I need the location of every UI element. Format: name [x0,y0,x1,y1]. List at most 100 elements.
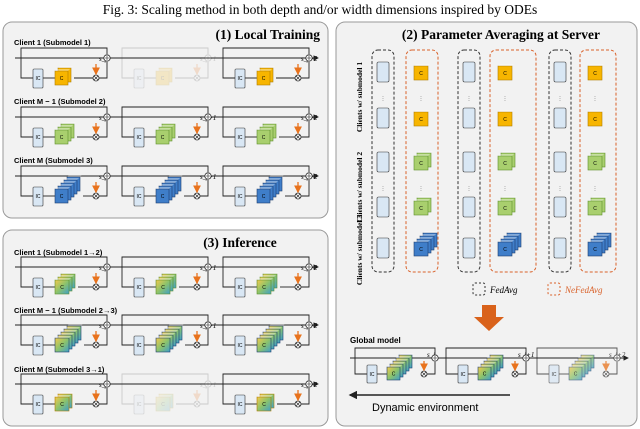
conv-label: C [60,135,64,141]
legend-fedavg-label: FedAvg [489,285,518,295]
global-model-label: Global model [350,336,401,345]
ic-block [462,61,476,83]
legend-nefedavg-swatch [547,282,561,296]
conv-label: C [574,372,578,378]
ellipsis: ⋮ [419,186,424,192]
global-conv-block: C [386,353,414,381]
group-label-3: Clients w/ submodel 3 [355,215,364,285]
server-conv-block: C [413,231,439,257]
ellipsis: ⋮ [381,96,386,102]
conv-block: C [256,122,278,145]
client-rows: Client 1 (Submodel 1)ICCs_jICCs_j+1ICCs_… [14,38,319,415]
global-conv-block: C [477,353,505,381]
add-node [204,54,212,62]
ic-block [553,61,567,83]
conv-block: C [54,66,73,86]
conv-label: C [262,343,266,349]
conv-label: C [503,206,507,212]
ic-block [462,107,476,129]
conv-label: C [419,71,423,77]
scale-factor-label: s_j [99,55,107,63]
conv-label: C [503,71,507,77]
column-fedavg-1 [371,49,395,273]
ic-label: IC [370,372,375,378]
figure-caption: Fig. 3: Scaling method in both depth and… [102,2,538,17]
server-conv-block: C [413,196,433,216]
conv-label: C [593,206,597,212]
ic-block [376,196,390,218]
add-node [204,380,212,388]
conv-label: C [503,117,507,123]
ic-block [462,151,476,173]
conv-label: C [60,343,64,349]
server-conv-block: C [413,64,430,81]
ic-block [553,237,567,259]
ic-label: IC [238,343,243,349]
ic-label: IC [36,194,41,200]
server-conv-block: C [587,64,604,81]
conv-label: C [593,161,597,167]
conv-block: C [155,175,183,204]
conv-block: C [256,272,279,295]
conv-label: C [419,247,423,253]
conv-label: C [392,372,396,378]
ic-label: IC [137,402,142,408]
ellipsis: ⋮ [593,186,598,192]
conv-label: C [503,161,507,167]
conv-label: C [593,71,597,77]
ic-label: IC [238,135,243,141]
ellipsis: ⋮ [467,96,472,102]
ic-label: IC [137,76,142,82]
ic-block [376,107,390,129]
ic-label: IC [137,135,142,141]
ellipsis: ⋮ [467,186,472,192]
conv-block: C [256,324,285,353]
inference-client-label-2: Client M − 1 (Submodel 2→3) [14,306,118,315]
ic-block [462,237,476,259]
client-label-2: Client M − 1 (Submodel 2) [14,97,106,106]
ic-block [462,196,476,218]
conv-block: C [256,392,276,412]
ic-block [376,61,390,83]
ellipsis: ⋮ [419,96,424,102]
conv-block: C [54,392,74,412]
ic-block [553,151,567,173]
ic-block [553,107,567,129]
conv-block: C [256,175,284,204]
server-conv-block: C [587,196,607,216]
conv-label: C [161,135,165,141]
server-conv-block: C [497,64,514,81]
ic-label: IC [238,402,243,408]
scale-factor-label: s_j [99,381,107,389]
conv-label: C [262,135,266,141]
ellipsis: ⋮ [503,96,508,102]
conv-block: C [155,392,175,412]
scale-factor-label: s_j [99,322,107,330]
conv-label: C [161,194,165,200]
ic-label: IC [137,194,142,200]
ic-label: IC [36,135,41,141]
scale-factor-label: s_j [99,114,107,122]
ic-label: IC [36,76,41,82]
param-avg-title: (2) Parameter Averaging at Server [402,27,600,42]
conv-label: C [483,372,487,378]
conv-label: C [60,402,64,408]
scale-factor-label: s_j+1 [200,55,216,63]
ellipsis: ⋮ [558,96,563,102]
